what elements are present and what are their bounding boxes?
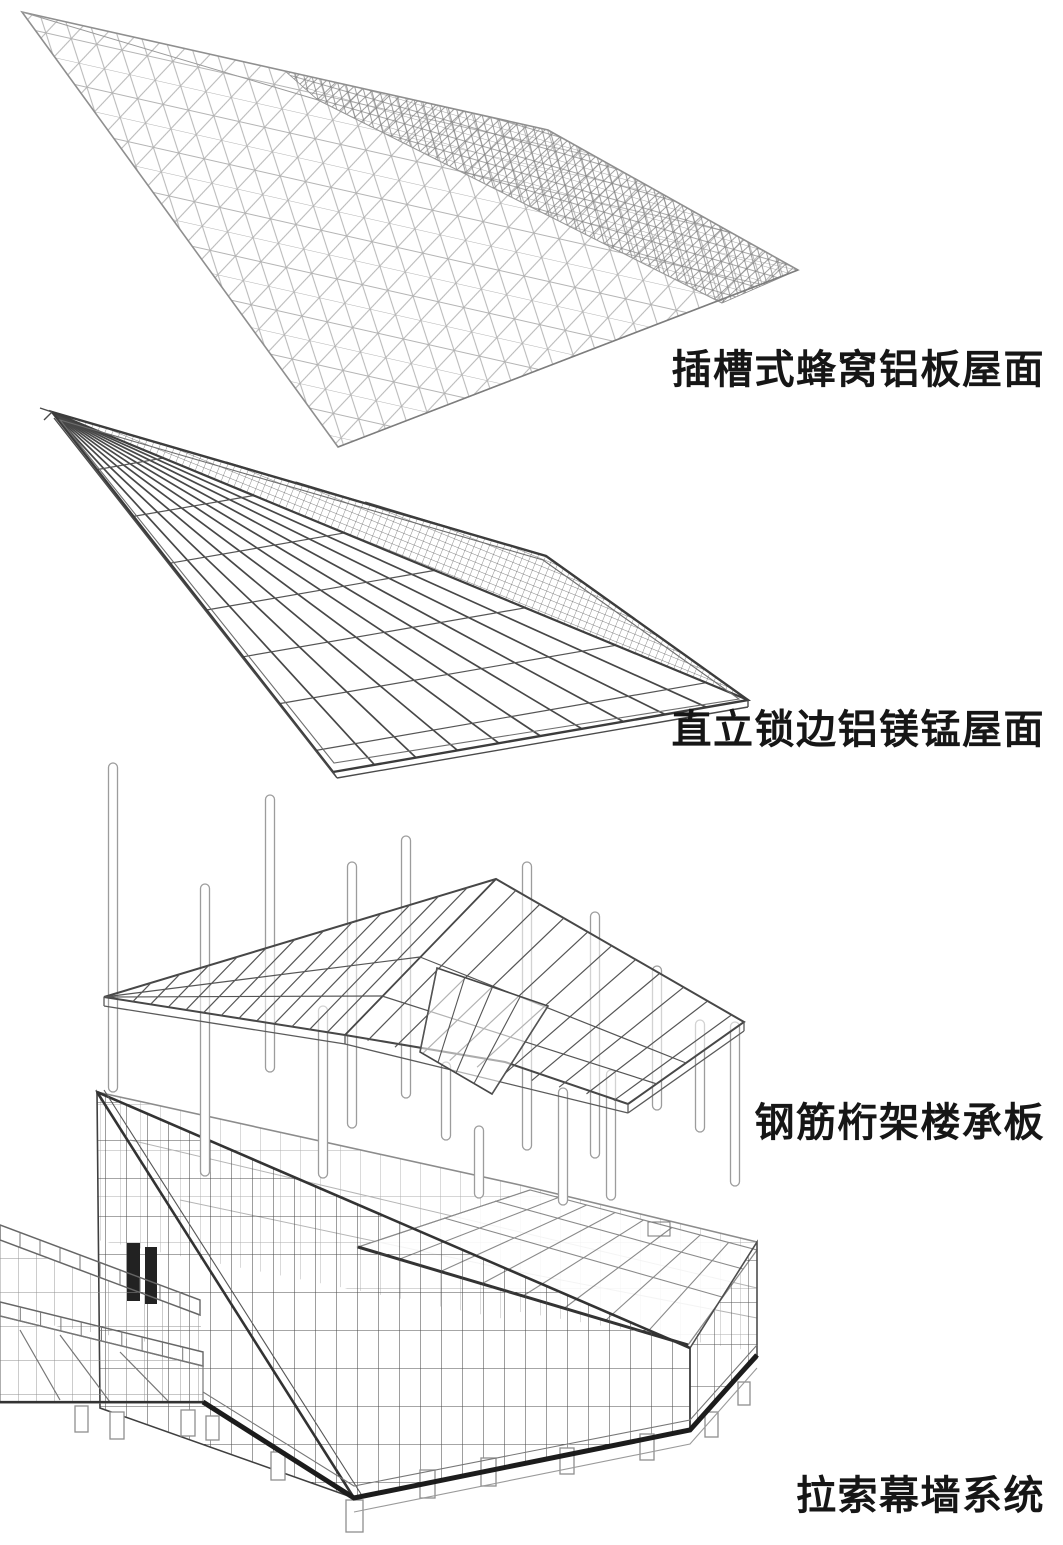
label-cable-curtain-wall: 拉索幕墙系统 [796, 1474, 1045, 1518]
steel-column [440, 1061, 452, 1141]
base-pier [180, 1409, 196, 1437]
label-standing-seam-roof: 直立锁边铝镁锰屋面 [671, 708, 1045, 752]
honeycomb-panel-roof-drawing [20, 10, 800, 448]
cable-curtain-wall-building-drawing [0, 1089, 759, 1533]
steel-column [107, 762, 119, 1093]
base-pier [704, 1411, 719, 1438]
label-honeycomb-aluminum-roof: 插槽式蜂窝铝板屋面 [671, 348, 1045, 392]
steel-column [473, 1125, 485, 1199]
base-pier [109, 1411, 125, 1440]
base-pier [205, 1415, 220, 1441]
steel-column [264, 794, 276, 1073]
door-panel [145, 1247, 157, 1304]
base-pier [270, 1451, 286, 1481]
standing-seam-roof-frame-drawing [39, 407, 752, 779]
base-pier [737, 1381, 751, 1406]
label-steel-truss-floor-deck: 钢筋桁架楼承板 [754, 1101, 1045, 1145]
base-pier [345, 1499, 364, 1533]
base-pier [74, 1405, 89, 1433]
floor-deck-plate [103, 877, 746, 1114]
floor-deck-layer-drawing [103, 762, 746, 1206]
left-annex-drawing [0, 1224, 204, 1404]
building-base [0, 1344, 759, 1533]
steel-column [557, 1087, 569, 1206]
door-panel [127, 1243, 140, 1301]
steel-column [729, 1021, 741, 1187]
steel-column [199, 883, 211, 1177]
